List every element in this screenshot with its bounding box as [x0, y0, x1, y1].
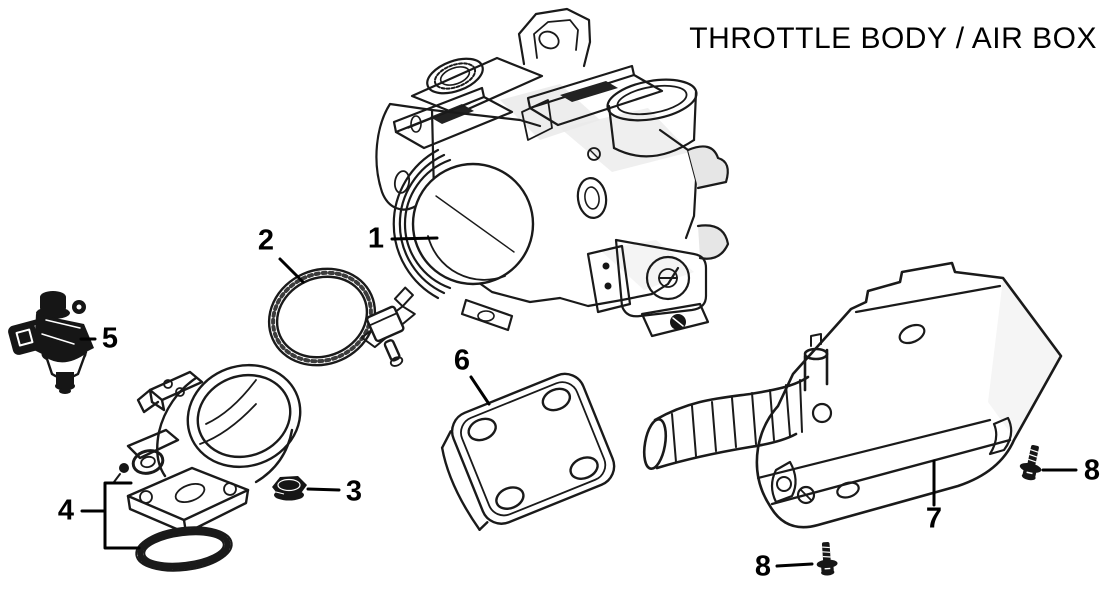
throttle-body-drawing [375, 7, 730, 338]
intake-duct-drawing [642, 375, 810, 470]
fuel-injector-drawing [8, 291, 94, 394]
callout-4[interactable]: 4 [57, 494, 75, 527]
flange-nut-drawing [272, 476, 307, 501]
hose-clamp-drawing [267, 267, 416, 367]
callout-8-bottom[interactable]: 8 [754, 550, 772, 583]
air-box-drawing [642, 261, 1063, 529]
callout-7[interactable]: 7 [925, 502, 943, 535]
callout-1[interactable]: 1 [367, 222, 385, 255]
callout-5[interactable]: 5 [101, 322, 119, 355]
callout-6[interactable]: 6 [453, 344, 471, 377]
callout-2-leader [278, 257, 305, 284]
callout-4-bracket [80, 481, 141, 550]
callout-8-right[interactable]: 8 [1083, 454, 1101, 487]
callout-3[interactable]: 3 [345, 475, 363, 508]
callout-2[interactable]: 2 [257, 224, 275, 257]
cover-drawing [440, 372, 616, 531]
callout-8-bottom-leader [775, 562, 814, 568]
callout-1-leader [390, 236, 439, 241]
o-ring-drawing [135, 526, 233, 572]
callout-6-leader [469, 375, 491, 406]
screw-bottom-drawing [814, 540, 840, 577]
page-title: THROTTLE BODY / AIR BOX [689, 22, 1097, 55]
screw-right-drawing [1016, 442, 1047, 483]
intake-manifold-drawing [113, 363, 302, 572]
callout-3-leader [306, 487, 341, 492]
